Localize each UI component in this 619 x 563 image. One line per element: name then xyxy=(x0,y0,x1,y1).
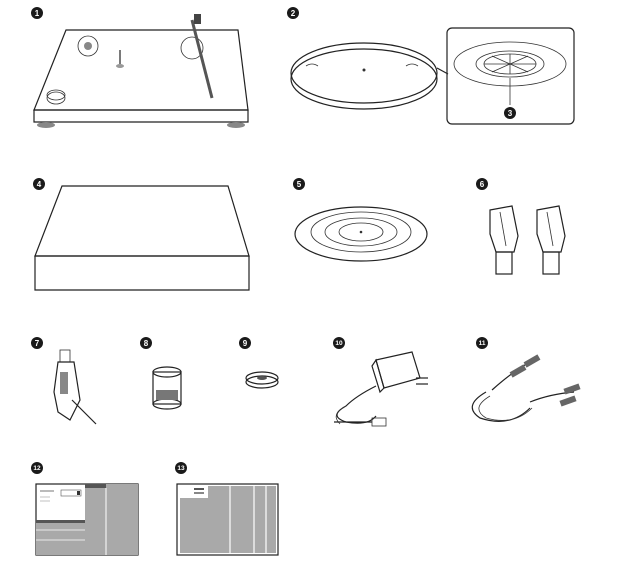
manual-illustration xyxy=(35,483,139,556)
callout-number: 6 xyxy=(480,180,485,189)
platter-illustration xyxy=(290,42,449,110)
callout-badge-3: 3 xyxy=(504,107,516,119)
callout-number: 10 xyxy=(335,340,343,347)
booklet-illustration xyxy=(176,483,279,556)
platter-underside-inset xyxy=(446,27,575,125)
ac-adapter-illustration xyxy=(334,351,428,427)
callout-number: 7 xyxy=(35,339,40,348)
callout-badge-8: 8 xyxy=(140,337,152,349)
callout-badge-2: 2 xyxy=(287,7,299,19)
callout-number: 9 xyxy=(243,339,248,348)
callout-badge-13: 13 xyxy=(175,462,187,474)
rca-cable-illustration xyxy=(471,354,581,422)
callout-badge-11: 11 xyxy=(476,337,488,349)
record-adapter-illustration xyxy=(245,371,279,389)
callout-number: 4 xyxy=(37,180,42,189)
callout-badge-12: 12 xyxy=(31,462,43,474)
callout-badge-9: 9 xyxy=(239,337,251,349)
callout-number: 13 xyxy=(177,465,185,472)
turntable-illustration xyxy=(33,14,249,128)
callout-number: 11 xyxy=(479,340,486,347)
callout-badge-5: 5 xyxy=(293,178,305,190)
callout-number: 1 xyxy=(35,9,40,18)
callout-number: 5 xyxy=(297,180,302,189)
callout-badge-6: 6 xyxy=(476,178,488,190)
dust-cover-illustration xyxy=(34,185,250,291)
callout-badge-1: 1 xyxy=(31,7,43,19)
callout-number: 2 xyxy=(291,9,296,18)
callout-badge-10: 10 xyxy=(333,337,345,349)
callout-number: 12 xyxy=(33,465,41,472)
felt-mat-illustration xyxy=(294,206,428,262)
callout-number: 3 xyxy=(508,109,513,118)
headshell-illustration xyxy=(53,349,97,425)
callout-badge-4: 4 xyxy=(33,178,45,190)
counterweight-illustration xyxy=(152,366,182,410)
callout-badge-7: 7 xyxy=(31,337,43,349)
callout-number: 8 xyxy=(144,339,149,348)
adapters-illustration xyxy=(489,205,566,275)
